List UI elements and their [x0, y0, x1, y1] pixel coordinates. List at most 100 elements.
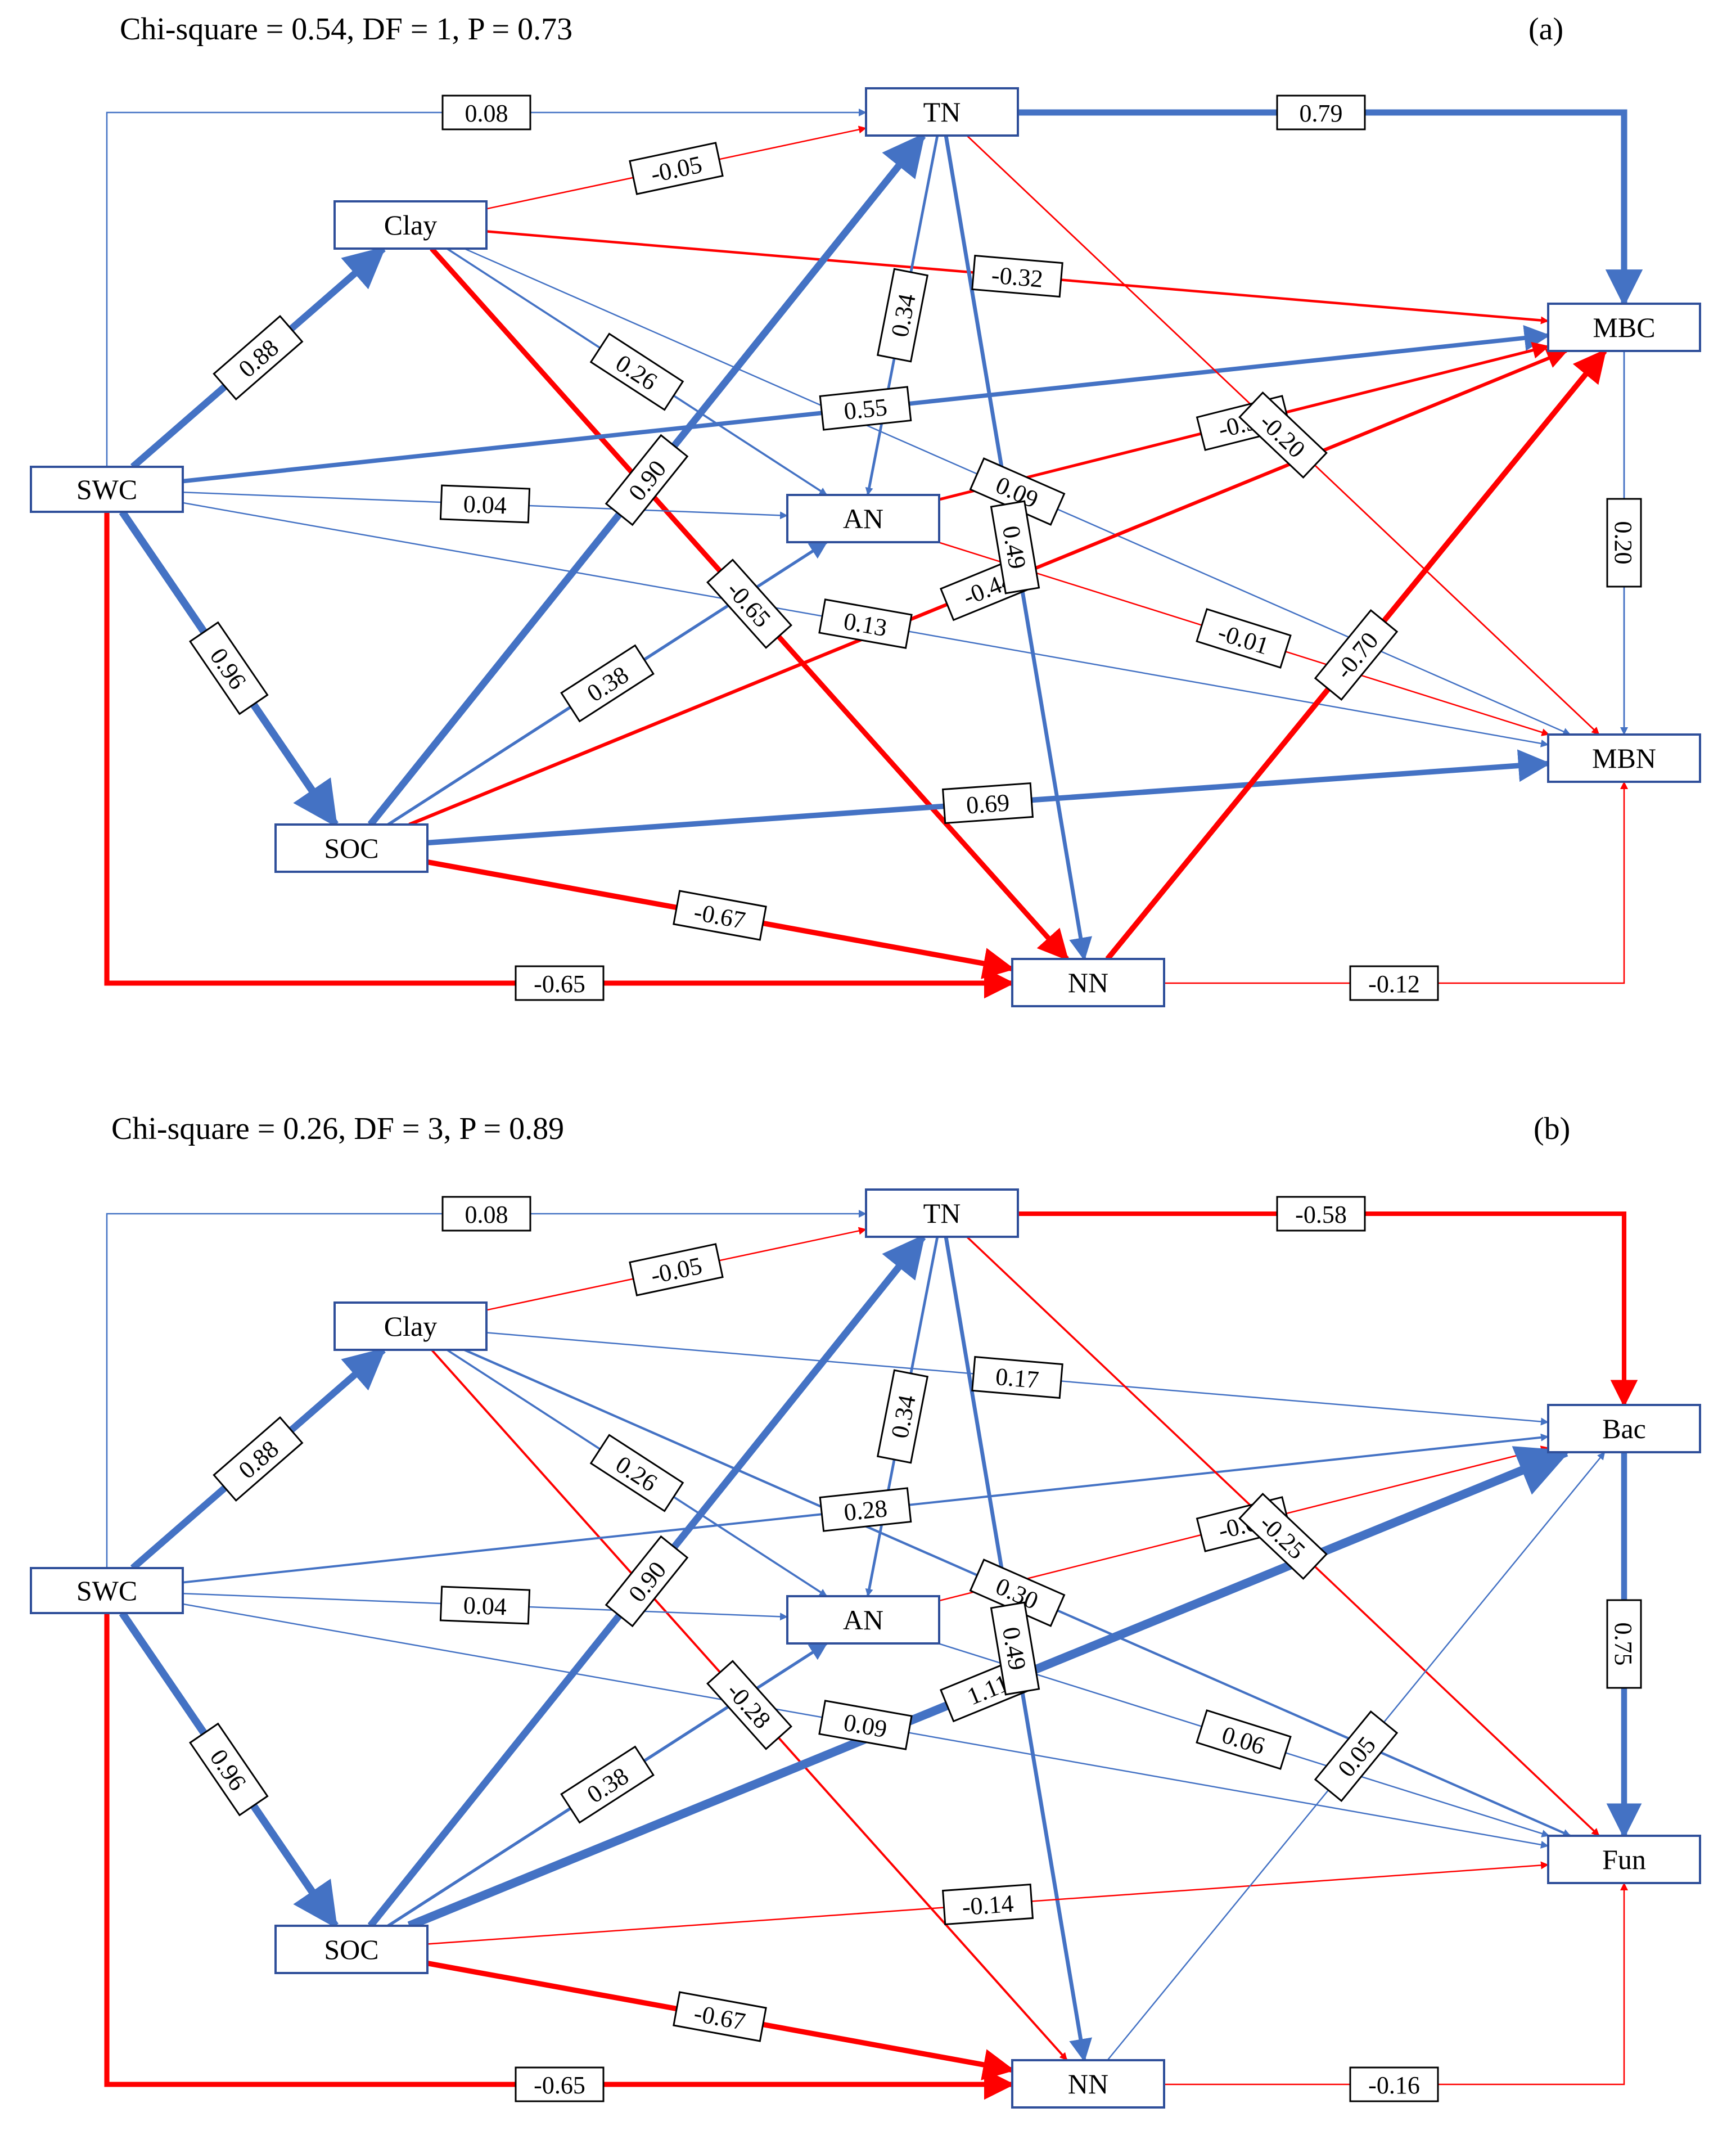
svg-text:-0.65: -0.65 [534, 2071, 585, 2099]
node-b-bac: Bac [1547, 1404, 1701, 1453]
path-coefficient-b-r1-to-r2: 0.75 [1606, 1599, 1642, 1689]
path-coefficient-a-swc-to-r1: 0.55 [819, 386, 912, 431]
svg-text:Fun: Fun [1602, 1844, 1646, 1875]
path-coefficient-b-swc-to-r1: 0.28 [819, 1487, 912, 1532]
node-b-fun: Fun [1547, 1835, 1701, 1884]
svg-text:TN: TN [923, 96, 961, 128]
path-coefficient-a-swc-to-tn: 0.08 [441, 94, 531, 130]
path-coefficient-b-swc-to-nn: -0.65 [515, 2066, 605, 2102]
svg-text:0.04: 0.04 [463, 1592, 507, 1621]
svg-text:AN: AN [843, 1604, 883, 1636]
path-coefficient-a-swc-to-r2: 0.13 [818, 598, 913, 649]
path-coefficient-b-soc-to-an: 0.38 [560, 1745, 655, 1824]
node-b-swc: SWC [30, 1567, 184, 1614]
panel-a-letter: (a) [1528, 12, 1564, 47]
svg-text:0.69: 0.69 [965, 789, 1010, 819]
path-coefficient-b-swc-to-clay: 0.88 [213, 1416, 304, 1502]
svg-text:SWC: SWC [76, 474, 137, 505]
svg-text:0.08: 0.08 [465, 100, 508, 127]
path-coefficient-a-nn-to-r1: -0.70 [1314, 609, 1399, 701]
svg-text:Clay: Clay [384, 1310, 437, 1342]
node-a-mbn: MBN [1547, 733, 1701, 783]
path-coefficient-b-soc-to-nn: -0.67 [673, 1991, 767, 2042]
path-coefficient-b-clay-to-an: 0.26 [589, 1434, 684, 1512]
path-coefficient-a-nn-to-r2: -0.12 [1349, 965, 1439, 1001]
path-coefficient-b-nn-to-r1: 0.05 [1314, 1710, 1399, 1802]
path-coefficient-a-soc-to-nn: -0.67 [673, 890, 767, 941]
path-coefficient-a-swc-to-clay: 0.88 [213, 315, 304, 400]
svg-text:SOC: SOC [324, 1934, 378, 1965]
svg-text:0.08: 0.08 [465, 1201, 508, 1228]
path-coefficient-a-soc-to-r2: 0.69 [941, 782, 1034, 825]
panel-a-stats: Chi-square = 0.54, DF = 1, P = 0.73 [120, 12, 573, 47]
path-coefficient-b-clay-to-tn: -0.05 [629, 1243, 724, 1296]
svg-text:-0.12: -0.12 [1368, 970, 1420, 998]
path-coefficient-b-tn-to-r1: -0.58 [1276, 1196, 1366, 1232]
svg-text:0.17: 0.17 [994, 1363, 1040, 1394]
svg-text:0.20: 0.20 [1609, 521, 1637, 565]
svg-text:-0.32: -0.32 [990, 261, 1044, 293]
panel-b-stats: Chi-square = 0.26, DF = 3, P = 0.89 [111, 1111, 565, 1146]
path-coefficient-b-nn-to-r2: -0.16 [1349, 2066, 1439, 2102]
svg-text:-0.65: -0.65 [534, 970, 585, 998]
svg-text:TN: TN [923, 1197, 961, 1229]
node-a-tn: TN [865, 87, 1019, 137]
svg-text:AN: AN [843, 503, 883, 534]
path-coefficient-a-swc-to-soc: 0.96 [189, 621, 269, 715]
node-a-nn: NN [1011, 958, 1165, 1007]
path-coefficient-a-r1-to-r2: 0.20 [1606, 498, 1642, 588]
path-coefficient-b-swc-to-soc: 0.96 [189, 1722, 269, 1817]
svg-text:-0.14: -0.14 [961, 1890, 1014, 1921]
path-coefficient-a-an-to-r2: -0.01 [1196, 608, 1292, 669]
path-coefficient-b-tn-to-an: 0.34 [876, 1369, 929, 1464]
path-coefficient-a-clay-to-r1: -0.32 [971, 254, 1063, 298]
path-coefficient-a-clay-to-tn: -0.05 [629, 142, 724, 195]
svg-text:-0.58: -0.58 [1295, 1201, 1347, 1228]
svg-text:NN: NN [1068, 2068, 1108, 2100]
path-coefficient-b-an-to-r2: 0.06 [1196, 1709, 1292, 1770]
path-coefficient-a-tn-to-an: 0.34 [876, 268, 929, 363]
path-coefficient-b-soc-to-r2: -0.14 [941, 1883, 1034, 1926]
svg-text:0.28: 0.28 [842, 1494, 889, 1526]
node-a-mbc: MBC [1547, 303, 1701, 352]
path-coefficient-b-clay-to-r1: 0.17 [971, 1355, 1063, 1399]
path-arrow-b-swc-to-tn [106, 1210, 867, 1568]
svg-text:Clay: Clay [384, 209, 437, 241]
path-coefficient-b-swc-to-tn: 0.08 [441, 1196, 531, 1232]
path-arrow-b-swc-to-nn [104, 1613, 1015, 2100]
node-a-clay: Clay [333, 200, 488, 250]
node-b-nn: NN [1011, 2059, 1165, 2109]
path-arrow-b-nn-to-r2 [1164, 1882, 1628, 2086]
svg-text:MBN: MBN [1592, 742, 1656, 774]
node-b-clay: Clay [333, 1301, 488, 1351]
svg-text:-0.16: -0.16 [1368, 2071, 1420, 2099]
node-b-an: AN [786, 1595, 940, 1645]
svg-text:NN: NN [1068, 967, 1108, 998]
svg-text:SWC: SWC [76, 1575, 137, 1606]
path-coefficient-a-soc-to-an: 0.38 [560, 644, 655, 723]
node-a-an: AN [786, 494, 940, 543]
path-coefficient-b-swc-to-r2: 0.09 [818, 1700, 913, 1750]
svg-text:MBC: MBC [1593, 312, 1655, 343]
path-arrow-a-tn-to-r1 [1018, 109, 1643, 307]
path-coefficient-a-tn-to-r1: 0.79 [1276, 94, 1366, 130]
node-b-tn: TN [865, 1188, 1019, 1238]
path-coefficient-a-tn-to-nn: 0.49 [990, 500, 1040, 594]
svg-text:SOC: SOC [324, 832, 378, 864]
path-arrow-a-swc-to-nn [104, 512, 1015, 999]
node-a-swc: SWC [30, 466, 184, 513]
node-a-soc: SOC [274, 823, 429, 873]
svg-text:0.55: 0.55 [842, 393, 889, 425]
path-coefficient-a-swc-to-an: 0.04 [439, 484, 531, 524]
path-coefficient-b-swc-to-an: 0.04 [439, 1586, 531, 1625]
path-arrow-a-nn-to-r2 [1164, 781, 1628, 984]
svg-text:Bac: Bac [1602, 1413, 1646, 1444]
path-coefficient-a-clay-to-an: 0.26 [589, 332, 684, 411]
path-arrow-b-tn-to-r1 [1018, 1211, 1638, 1408]
path-coefficient-a-swc-to-nn: -0.65 [515, 965, 605, 1001]
panel-b-letter: (b) [1534, 1111, 1571, 1146]
svg-text:0.75: 0.75 [1609, 1623, 1637, 1666]
path-arrow-a-swc-to-tn [106, 109, 867, 467]
